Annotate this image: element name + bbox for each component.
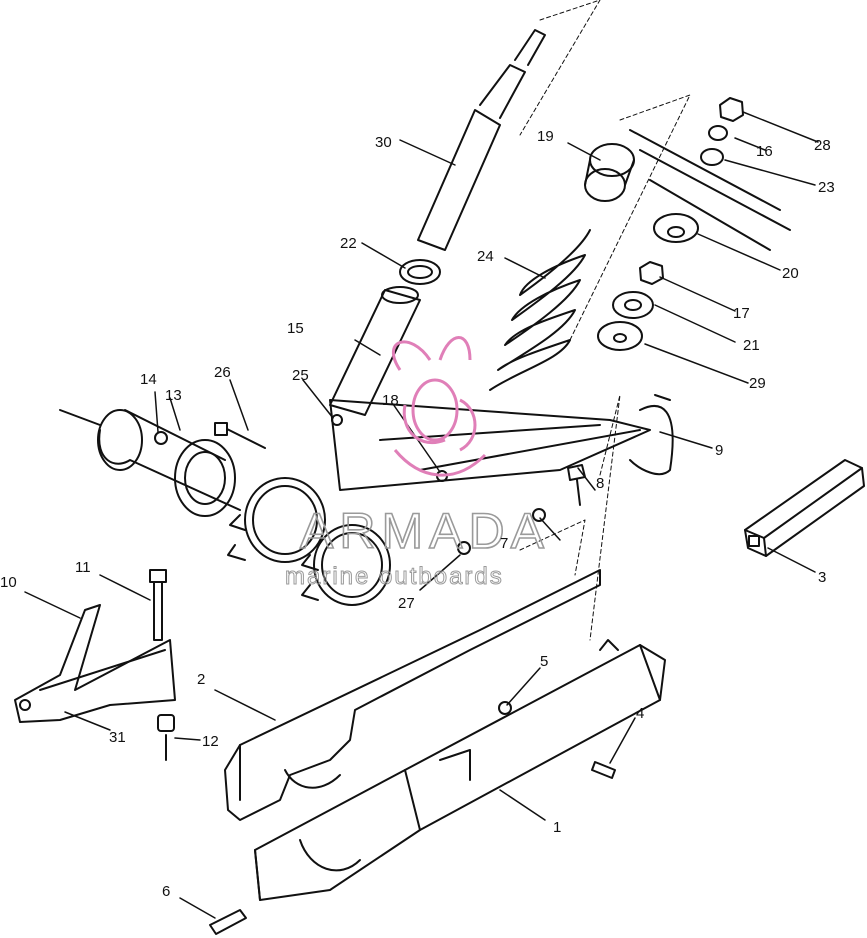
part-14-pin bbox=[154, 431, 168, 445]
part-2-swing-arm-channel bbox=[224, 569, 601, 821]
part-25-pin bbox=[331, 414, 343, 426]
callout-20: 20 bbox=[782, 265, 799, 282]
watermark-logo-icon bbox=[392, 336, 487, 477]
callout-11: 11 bbox=[75, 559, 91, 576]
callout-10: 10 bbox=[0, 574, 17, 591]
callout-28: 28 bbox=[814, 137, 831, 154]
watermark-subtitle: marine outboards bbox=[285, 563, 504, 590]
part-9-cross-brace bbox=[329, 394, 674, 491]
callout-6: 6 bbox=[162, 883, 170, 900]
part-17-nut bbox=[639, 261, 664, 285]
callout-26: 26 bbox=[214, 364, 231, 381]
callout-5: 5 bbox=[540, 653, 548, 670]
part-30-shock-body bbox=[417, 29, 546, 251]
clamp-ring-right bbox=[301, 524, 391, 606]
callout-14: 14 bbox=[140, 371, 157, 388]
callout-25: 25 bbox=[292, 367, 309, 384]
part-3-square-tube bbox=[744, 459, 865, 557]
callout-16: 16 bbox=[756, 143, 773, 160]
part-16-washer bbox=[708, 125, 728, 141]
callout-15: 15 bbox=[287, 320, 304, 337]
construction-lines bbox=[519, 0, 691, 641]
callout-22: 22 bbox=[340, 235, 357, 252]
callout-27: 27 bbox=[398, 595, 415, 612]
callout-2: 2 bbox=[197, 671, 205, 688]
part-19-spring-seat bbox=[584, 143, 635, 202]
callout-8: 8 bbox=[596, 475, 604, 492]
part-21-washer bbox=[612, 291, 654, 319]
callout-17: 17 bbox=[733, 305, 750, 322]
part-23-washer bbox=[700, 148, 724, 166]
callout-3: 3 bbox=[818, 569, 826, 586]
watermark: ARMADA marine outboards bbox=[285, 336, 550, 591]
watermark-title: ARMADA bbox=[300, 503, 550, 559]
part-20-spacer bbox=[653, 213, 699, 243]
part-29-washer bbox=[597, 321, 643, 351]
callout-29: 29 bbox=[749, 375, 766, 392]
part-7-nut bbox=[532, 508, 546, 522]
part-28-nut bbox=[719, 97, 744, 122]
clamp-ring-left bbox=[227, 477, 326, 563]
part-8-bolt bbox=[567, 464, 586, 506]
part-24-coil-spring bbox=[489, 229, 591, 391]
callout-18: 18 bbox=[382, 392, 399, 409]
part-5-nut bbox=[498, 701, 512, 715]
leader-lines bbox=[24, 111, 819, 919]
part-26-bolt bbox=[214, 422, 266, 449]
callout-12: 12 bbox=[202, 733, 219, 750]
callout-30: 30 bbox=[375, 134, 392, 151]
part-1-swing-arm-channel bbox=[254, 639, 666, 901]
callout-7: 7 bbox=[500, 535, 508, 552]
callout-21: 21 bbox=[743, 337, 760, 354]
callout-31: 31 bbox=[109, 729, 126, 746]
callout-labels: 1 2 3 4 5 6 7 8 9 10 11 12 13 14 15 16 1… bbox=[0, 128, 835, 900]
part-22-washer bbox=[399, 259, 441, 285]
callout-1: 1 bbox=[553, 819, 561, 836]
part-10-mounting-bracket bbox=[14, 604, 176, 723]
part-4-bolt bbox=[591, 761, 616, 779]
part-11-bolt bbox=[149, 569, 167, 641]
callout-24: 24 bbox=[477, 248, 494, 265]
part-27-nut bbox=[457, 541, 471, 555]
callout-13: 13 bbox=[165, 387, 182, 404]
part-12-nut bbox=[157, 714, 175, 761]
callout-23: 23 bbox=[818, 179, 835, 196]
callout-9: 9 bbox=[715, 442, 723, 459]
callout-4: 4 bbox=[636, 705, 644, 722]
part-13-pivot-shaft bbox=[59, 409, 241, 517]
callout-19: 19 bbox=[537, 128, 554, 145]
part-15-shock-lower bbox=[329, 286, 421, 416]
part-6-bolt bbox=[209, 909, 247, 935]
top-mount-rail bbox=[629, 129, 791, 251]
